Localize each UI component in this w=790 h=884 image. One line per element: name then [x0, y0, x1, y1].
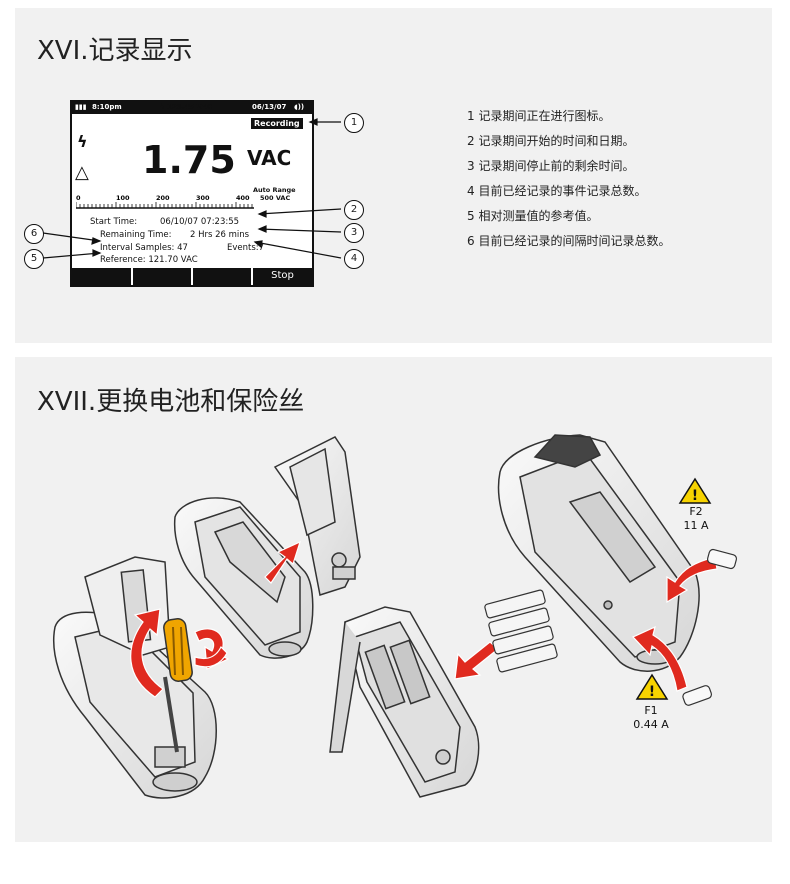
red-arrow-icon [264, 540, 301, 584]
fuse-f2-label: F2 11 A [679, 505, 713, 533]
lightning-icon: ϟ [160, 103, 165, 111]
note-item: 4 目前已经记录的事件记录总数。 [467, 184, 647, 198]
lcd-status-bar: ▮▮▮ 8:10pm [72, 102, 312, 114]
fuse-f1-name: F1 [644, 704, 658, 717]
note-item: 2 记录期间开始的时间和日期。 [467, 134, 635, 148]
recording-label: Recording [251, 118, 303, 129]
meter-fuse-compartment [497, 434, 700, 672]
red-arrow-icon [130, 608, 230, 698]
delta-icon: △ [75, 162, 89, 183]
remaining-time-value: 2 Hrs 26 mins [190, 230, 250, 240]
note-item: 1 记录期间正在进行图标。 [467, 109, 611, 123]
warning-triangle-icon: ! [678, 477, 712, 504]
svg-text:!: ! [649, 684, 655, 700]
svg-text:!: ! [692, 488, 698, 504]
speaker-icon: ◖)) [294, 103, 305, 111]
battery-icon: ▮▮▮ [75, 103, 87, 111]
start-time-value: 06/10/07 07:23:55 [160, 217, 240, 227]
callout-2: 2 [344, 200, 364, 220]
lcd-time: 8:10pm [92, 103, 122, 111]
section-title-recording-display: XVI.记录显示 [37, 36, 193, 66]
red-arrow-icon [631, 556, 718, 692]
range-value: 500 VAC [260, 194, 291, 202]
fuse-f1-rating: 0.44 A [633, 718, 669, 731]
events-label: Events:7 [227, 243, 265, 253]
replacement-illustration: ! ! [53, 434, 738, 799]
interval-samples-label: Interval Samples: 47 [100, 243, 188, 253]
display-section-panel: XVI.记录显示 ▮▮▮ 8:10pm ϟ 123.45 VAC 06/13/0… [15, 8, 772, 343]
main-reading-unit: VAC [247, 146, 292, 170]
callout-6: 6 [24, 224, 44, 244]
remaining-time-label: Remaining Time: [100, 230, 172, 240]
fuse-f2-name: F2 [689, 505, 703, 518]
lcd-date: 06/13/07 [252, 103, 287, 111]
section-title-replace-battery-fuse: XVII.更换电池和保险丝 [37, 387, 305, 417]
screwdriver-icon [163, 618, 193, 753]
lightning-icon: ϟ [77, 132, 88, 151]
scale-tick-label: 200 [156, 194, 170, 202]
callout-5: 5 [24, 249, 44, 269]
range-label: Auto Range [253, 186, 296, 194]
red-arrow-icon [454, 641, 499, 680]
battery-fuse-section-panel: XVII.更换电池和保险丝 [15, 357, 772, 842]
callout-1: 1 [344, 113, 364, 133]
warning-triangle-icon: ! [635, 673, 669, 700]
meter-lcd-screen: ▮▮▮ 8:10pm ϟ 123.45 VAC 06/13/07 ◖)) Rec… [70, 100, 314, 287]
fuse-f1-label: F1 0.44 A [625, 704, 677, 732]
note-item: 3 记录期间停止前的剩余时间。 [467, 159, 635, 173]
callout-notes-list: 1 记录期间正在进行图标。 2 记录期间开始的时间和日期。 3 记录期间停止前的… [467, 104, 670, 254]
battery-compartment [329, 606, 480, 798]
reference-label: Reference: 121.70 VAC [100, 255, 198, 265]
scale-tick-label: 300 [196, 194, 210, 202]
note-item: 5 相对测量值的参考值。 [467, 209, 599, 223]
bargraph-scale: 0 100 200 300 400 [76, 194, 254, 209]
scale-tick-label: 400 [236, 194, 250, 202]
meter-back-open [173, 497, 314, 659]
callout-4: 4 [344, 249, 364, 269]
softkey-3[interactable] [193, 268, 251, 285]
scale-tick-label: 100 [116, 194, 130, 202]
softkey-1[interactable] [72, 268, 131, 285]
scale-tick-label: 0 [76, 194, 81, 202]
callout-3: 3 [344, 223, 364, 243]
battery-icon [484, 589, 558, 673]
softkey-2[interactable] [133, 268, 191, 285]
lcd-voltage-indicator: ϟ 123.45 VAC [160, 103, 212, 111]
softkey-stop[interactable]: Stop [253, 268, 312, 285]
fuse-icon [682, 548, 738, 706]
battery-door [273, 436, 361, 596]
meter-back-with-stand [53, 556, 217, 799]
softkey-stop-label: Stop [271, 270, 294, 281]
note-item: 6 目前已经记录的间隔时间记录总数。 [467, 234, 671, 248]
start-time-label: Start Time: [90, 217, 138, 227]
main-reading-value: 1.75 [142, 138, 236, 182]
callout-leader-lines [42, 118, 342, 259]
lcd-voltage-text: 123.45 VAC [167, 103, 213, 111]
fuse-f2-rating: 11 A [683, 519, 709, 532]
